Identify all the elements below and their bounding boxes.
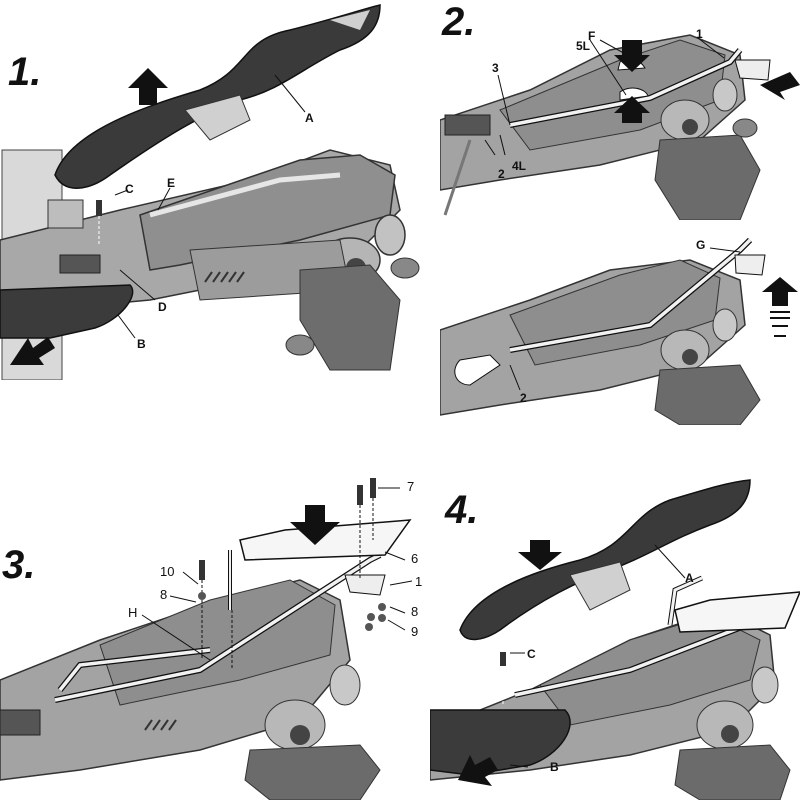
step-2-number: 2.	[442, 0, 476, 44]
callout-H: H	[128, 605, 138, 620]
step-2-illustration	[440, 34, 800, 220]
callout-9: 9	[411, 624, 419, 639]
callout-F: 3	[492, 61, 499, 75]
step-2b-illustration	[440, 237, 798, 425]
step-4-panel: 4. A C B	[430, 470, 800, 800]
step-3-number: 3.	[2, 543, 36, 587]
callout-C: C	[125, 182, 134, 196]
callout-1: 1	[415, 574, 423, 589]
callout-B: B	[137, 337, 146, 351]
callout-G: G	[696, 238, 706, 252]
callout-6: 6	[411, 551, 419, 566]
step-3-illustration	[0, 478, 413, 800]
step-4-number: 4.	[445, 488, 479, 532]
step-1-panel: 1. A C E D B	[0, 0, 420, 380]
callout-D: D	[158, 300, 167, 314]
callout-1: 1	[696, 27, 703, 41]
callout-A: A	[305, 111, 314, 125]
callout-E: E	[167, 176, 176, 190]
step-2-panel: 2. 1 F 5L 3 2 4L	[440, 0, 800, 220]
callout-8-left: 8	[160, 587, 168, 602]
callout-2: 2	[520, 391, 527, 405]
callout-A: A	[685, 571, 694, 585]
callout-2: 2	[498, 167, 505, 181]
callout-4L: 5L	[576, 39, 591, 53]
step-1-illustration	[0, 4, 420, 380]
step-2b-panel: G 2	[440, 230, 800, 425]
callout-8-right: 8	[411, 604, 419, 619]
step-4-illustration	[430, 479, 800, 800]
callout-B: B	[550, 760, 559, 774]
callout-C: C	[527, 647, 536, 661]
step-1-number: 1.	[8, 50, 42, 94]
callout-3: 4L	[512, 159, 527, 173]
callout-10: 10	[160, 564, 175, 579]
callout-7: 7	[407, 479, 415, 494]
step-3-panel: 3. 7 6 1 10 8 H 8 9	[0, 460, 430, 800]
callout-5L: F	[588, 29, 596, 43]
